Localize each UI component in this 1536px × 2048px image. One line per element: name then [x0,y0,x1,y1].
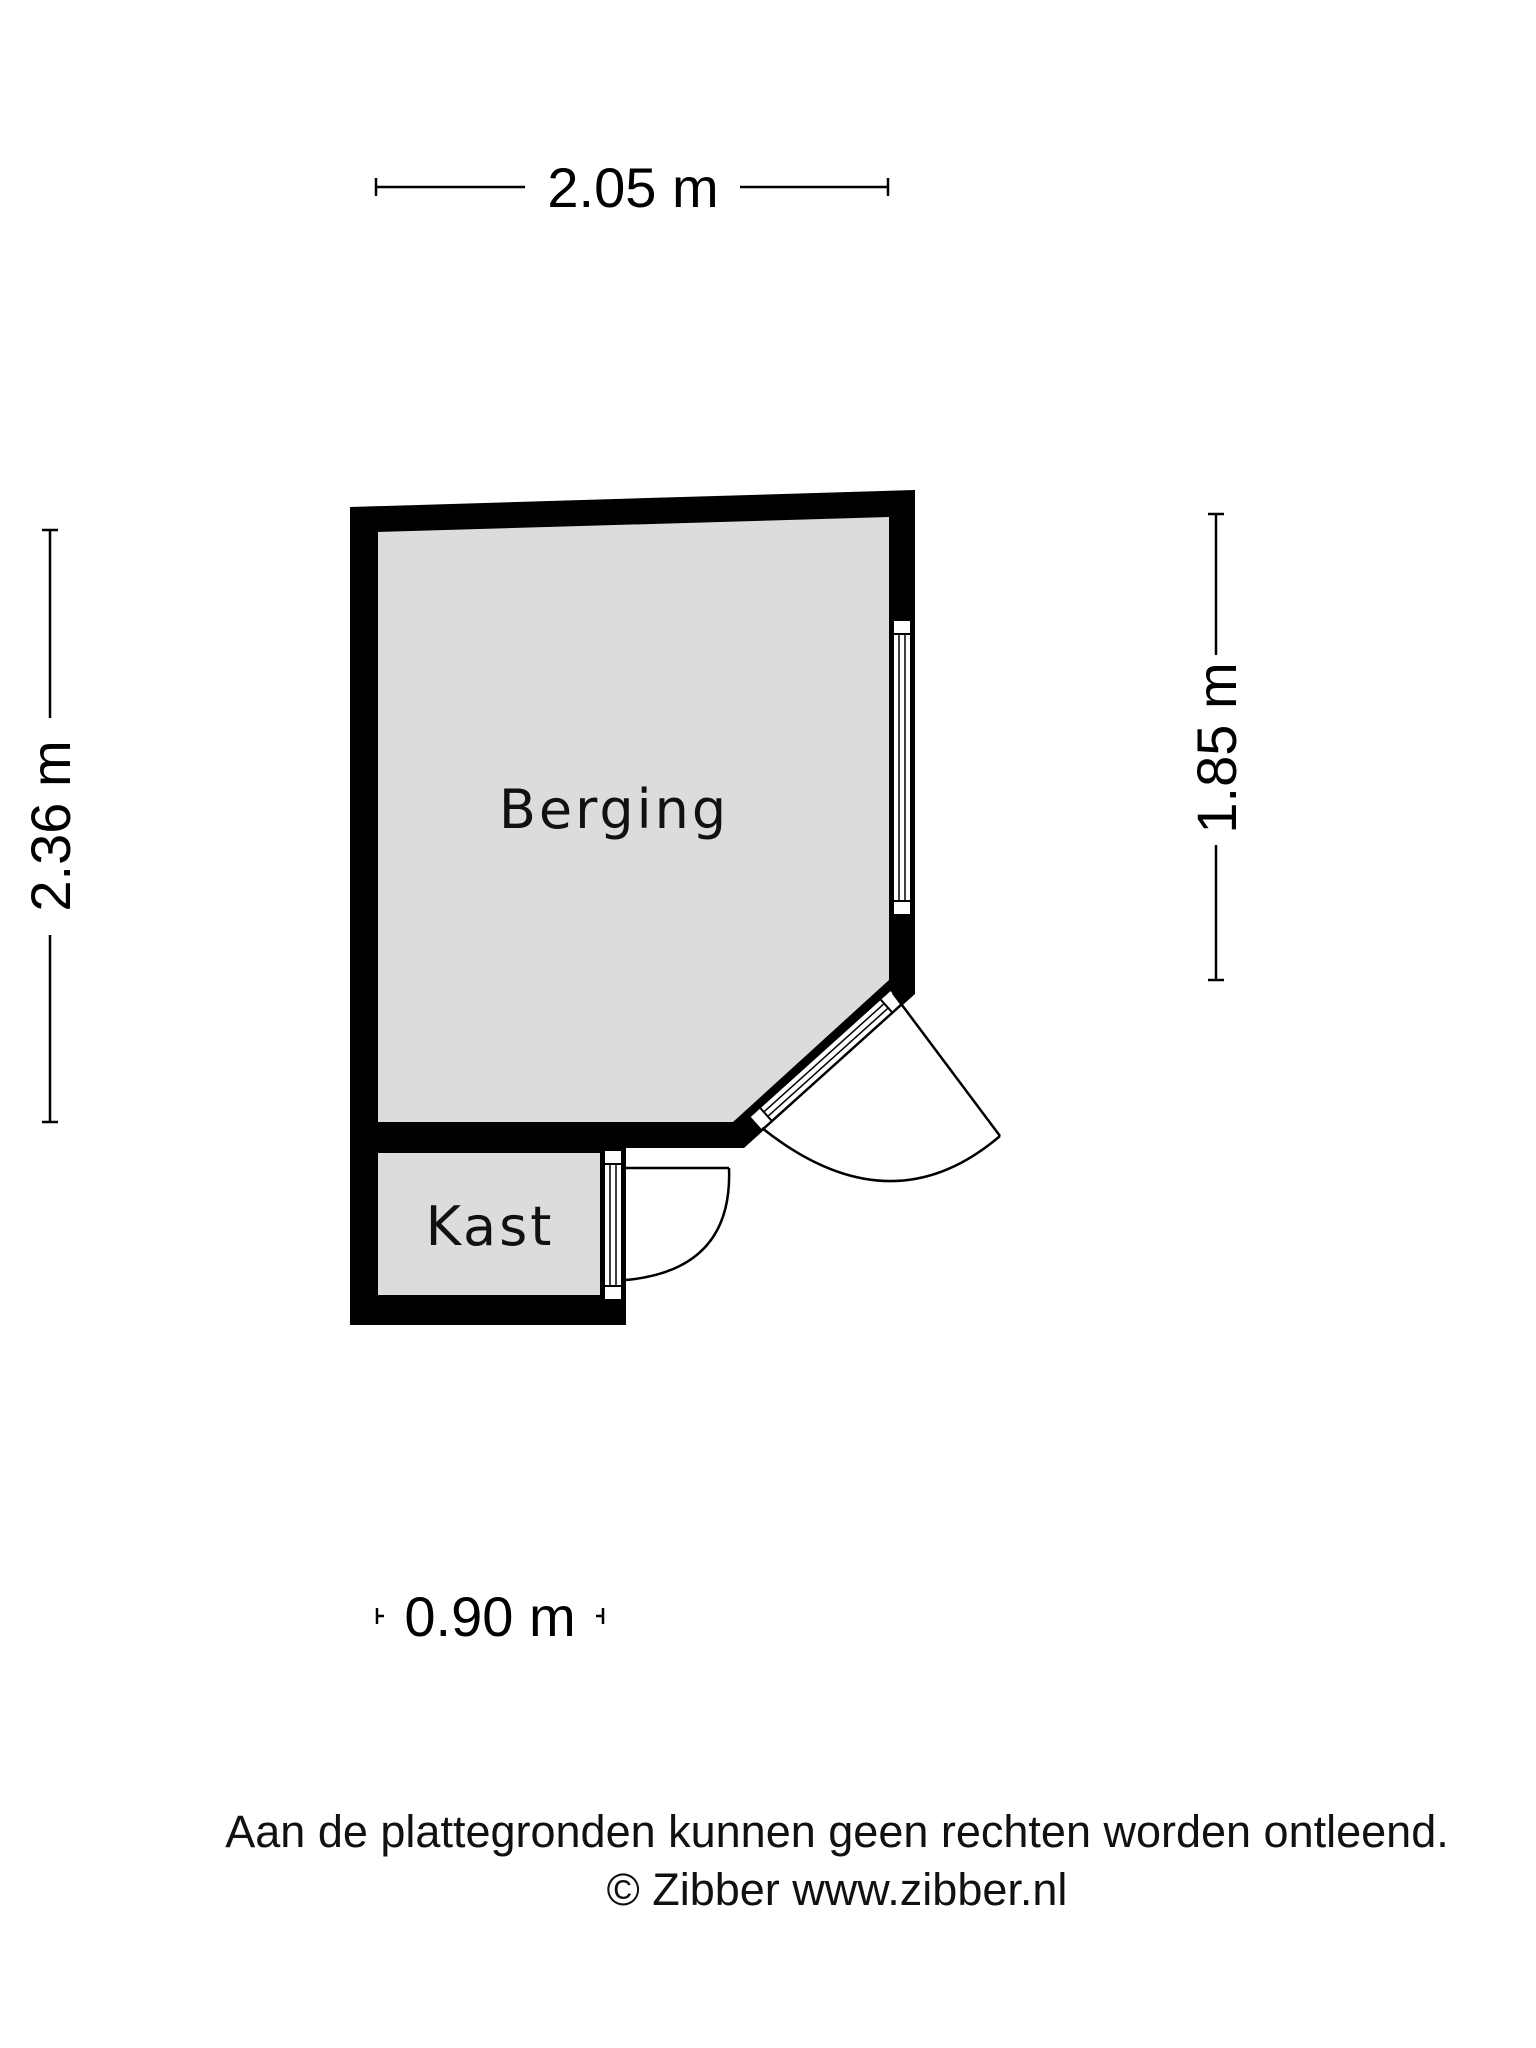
floor-berging [378,517,889,1122]
door-kast [603,1149,731,1301]
dimension-left: 2.36 m [19,528,82,1124]
dimension-top-label: 2.05 m [547,156,718,219]
window-right [892,619,912,916]
dimension-right-label: 1.85 m [1185,662,1248,833]
dimension-top: 2.05 m [374,156,890,219]
dimension-left-label: 2.36 m [19,740,82,911]
dimension-bottom: 0.90 m [375,1585,605,1648]
footer-disclaimer: Aan de plattegronden kunnen geen rechten… [225,1806,1448,1857]
footer-copyright: © Zibber www.zibber.nl [607,1864,1068,1915]
room-label-berging: Berging [499,778,729,841]
floor-kast [378,1153,600,1295]
dimension-right: 1.85 m [1185,512,1248,982]
room-label-kast: Kast [426,1195,555,1258]
dimension-bottom-label: 0.90 m [404,1585,575,1648]
door-berging [747,988,1002,1183]
